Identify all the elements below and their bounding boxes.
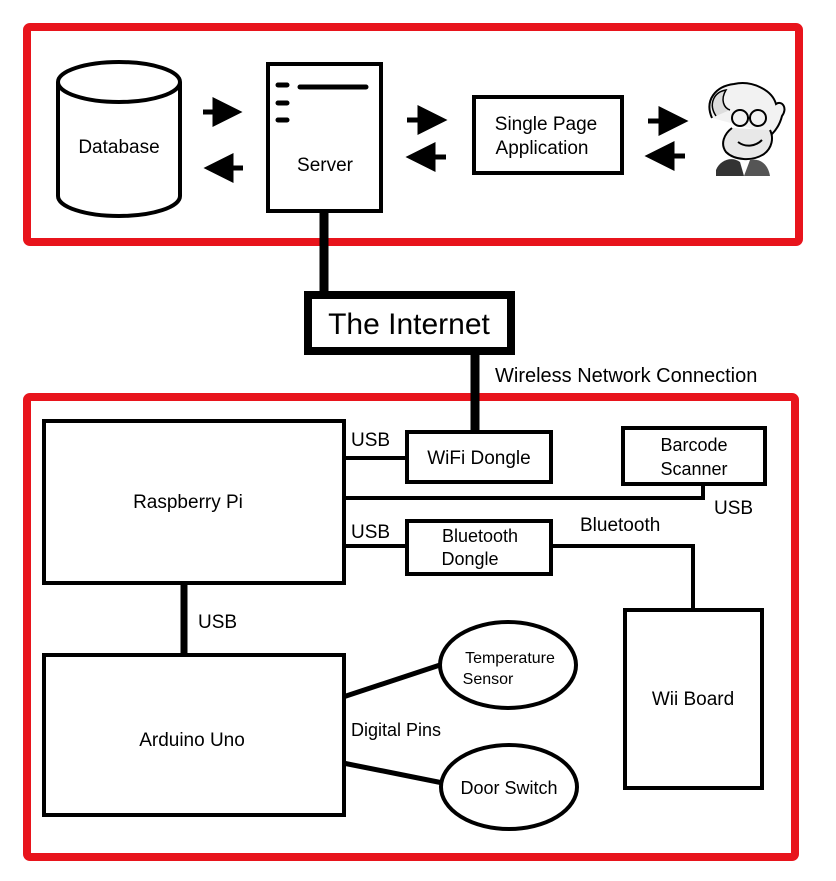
server-node: Server — [266, 62, 383, 213]
barcode-scanner-label-line2: Scanner — [660, 459, 727, 479]
raspberry-pi-node: Raspberry Pi — [42, 419, 346, 585]
usb-arduino-label: USB — [198, 612, 237, 633]
spa-node: Single Page Application — [472, 95, 624, 175]
arduino-uno-label: Arduino Uno — [139, 730, 245, 751]
temperature-sensor-label-line1: Temperature — [465, 650, 555, 667]
temperature-sensor-node: Temperature Sensor — [438, 620, 578, 710]
usb-barcode-label: USB — [714, 498, 753, 519]
spa-label-line1: Single Page — [495, 114, 597, 135]
wifi-dongle-label: WiFi Dongle — [427, 448, 530, 469]
bluetooth-dongle-node: Bluetooth Dongle — [405, 519, 553, 576]
spa-label-line2: Application — [496, 138, 589, 159]
bluetooth-dongle-label-line2: Dongle — [441, 549, 498, 569]
usb-bluetooth-label: USB — [351, 522, 390, 543]
barcode-scanner-node: Barcode Scanner — [621, 426, 767, 486]
raspberry-pi-label: Raspberry Pi — [133, 492, 243, 513]
digital-pins-label: Digital Pins — [351, 720, 441, 740]
temperature-sensor-label-line2: Sensor — [463, 671, 514, 688]
internet-label: The Internet — [328, 308, 490, 341]
usb-wifi-label: USB — [351, 430, 390, 451]
wii-board-node: Wii Board — [623, 608, 764, 790]
database-label: Database — [78, 137, 159, 158]
internet-node: The Internet — [304, 291, 515, 355]
user-caricature-icon — [708, 82, 786, 176]
cloud-group-frame — [23, 23, 803, 246]
wifi-dongle-node: WiFi Dongle — [405, 430, 553, 484]
bluetooth-label: Bluetooth — [580, 515, 660, 536]
pi-barcode-link — [343, 484, 705, 500]
door-switch-node: Door Switch — [439, 743, 579, 831]
barcode-scanner-label-line1: Barcode — [660, 435, 727, 455]
door-switch-label: Door Switch — [460, 778, 557, 798]
wii-board-label: Wii Board — [652, 689, 734, 710]
database-node: Database — [56, 60, 182, 218]
bluetooth-dongle-label-line1: Bluetooth — [442, 526, 518, 546]
arduino-temperature-link — [342, 662, 441, 700]
wireless-connection-label: Wireless Network Connection — [495, 365, 757, 387]
arduino-uno-node: Arduino Uno — [42, 653, 346, 817]
bluetooth-wii-link — [551, 544, 695, 610]
device-group-frame — [23, 393, 799, 861]
server-label: Server — [297, 155, 354, 176]
arduino-door-link — [342, 760, 444, 786]
